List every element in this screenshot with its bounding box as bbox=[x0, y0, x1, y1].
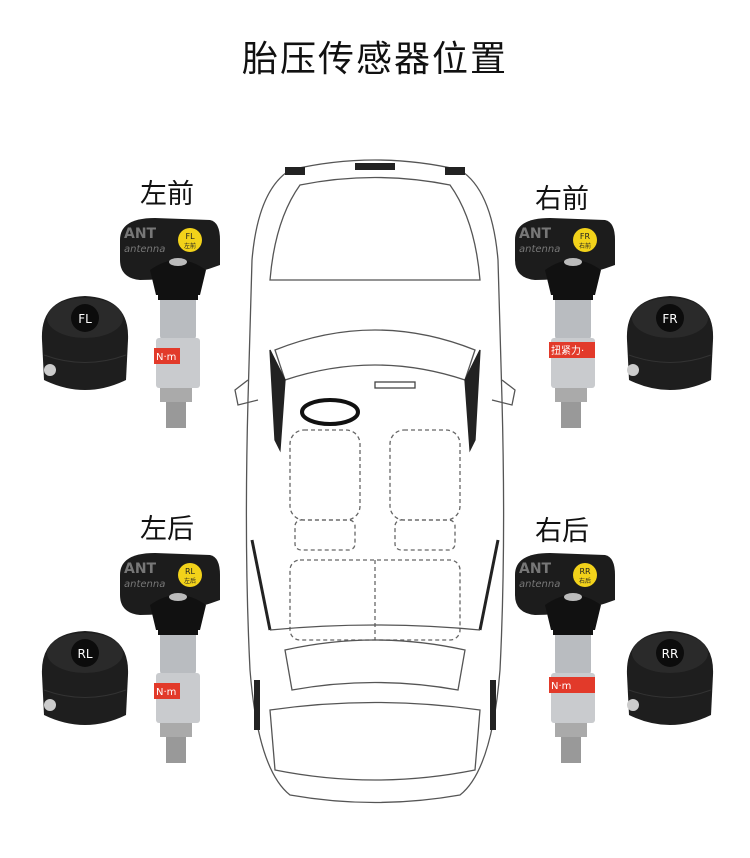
badge-cn: 左后 bbox=[184, 577, 196, 585]
label-rear-right: 右后 bbox=[535, 516, 589, 547]
brand-subtext: antenna bbox=[519, 244, 560, 255]
brand-logo: ANT bbox=[124, 226, 157, 242]
sensor-body: ANT antenna RR 右后 bbox=[515, 553, 615, 630]
torque-label: N·m bbox=[551, 681, 571, 692]
page-title: 胎压传感器位置 bbox=[241, 39, 508, 80]
badge-code: FL bbox=[185, 232, 195, 241]
tpms-sensor-rr: N·m ANT antenna RR 右后 RR bbox=[495, 545, 725, 765]
valve-stem: 扭紧力· bbox=[549, 280, 595, 428]
valve-stem: N·m bbox=[549, 615, 595, 763]
sensor-body: ANT antenna FR 右前 bbox=[515, 218, 615, 295]
position-badge bbox=[178, 228, 202, 252]
valve-stem: N·m bbox=[154, 615, 200, 763]
valve-cap: RR bbox=[626, 631, 714, 725]
valve-stem: N·m bbox=[154, 280, 200, 428]
valve-cap: FR bbox=[626, 296, 714, 390]
torque-label: N·m bbox=[156, 687, 176, 698]
label-rear-left: 左后 bbox=[140, 514, 194, 545]
brand-subtext: antenna bbox=[519, 579, 560, 590]
badge-cn: 右后 bbox=[579, 577, 591, 585]
brand-logo: ANT bbox=[519, 226, 552, 242]
position-badge bbox=[573, 228, 597, 252]
tpms-sensor-fl: N·m ANT antenna FL 左前 FL bbox=[30, 210, 260, 430]
sensor-body: ANT antenna RL 左后 bbox=[120, 553, 220, 630]
badge-code: FR bbox=[580, 232, 591, 241]
label-front-left: 左前 bbox=[140, 179, 194, 210]
torque-label: N·m bbox=[156, 352, 176, 363]
badge-cn: 左前 bbox=[184, 242, 196, 250]
brand-logo: ANT bbox=[124, 561, 157, 577]
badge-code: RL bbox=[185, 567, 196, 576]
tpms-sensor-fr: 扭紧力· ANT antenna FR 右前 FR bbox=[495, 210, 725, 430]
badge-code: RR bbox=[579, 567, 591, 576]
valve-cap: RL bbox=[41, 631, 129, 725]
tpms-sensor-rl: N·m ANT antenna RL 左后 RL bbox=[30, 545, 260, 765]
cap-code: FL bbox=[78, 312, 92, 326]
cap-code: RR bbox=[662, 647, 679, 661]
label-front-right: 右前 bbox=[535, 184, 589, 215]
cap-code: FR bbox=[662, 312, 677, 326]
cap-code: RL bbox=[77, 647, 92, 661]
position-badge bbox=[573, 563, 597, 587]
brand-subtext: antenna bbox=[124, 244, 165, 255]
position-badge bbox=[178, 563, 202, 587]
car-top-view-outline bbox=[234, 159, 516, 804]
brand-subtext: antenna bbox=[124, 579, 165, 590]
torque-label: 扭紧力· bbox=[551, 344, 584, 357]
badge-cn: 右前 bbox=[579, 242, 591, 250]
sensor-body: ANT antenna FL 左前 bbox=[120, 218, 220, 295]
valve-cap: FL bbox=[41, 296, 129, 390]
brand-logo: ANT bbox=[519, 561, 552, 577]
